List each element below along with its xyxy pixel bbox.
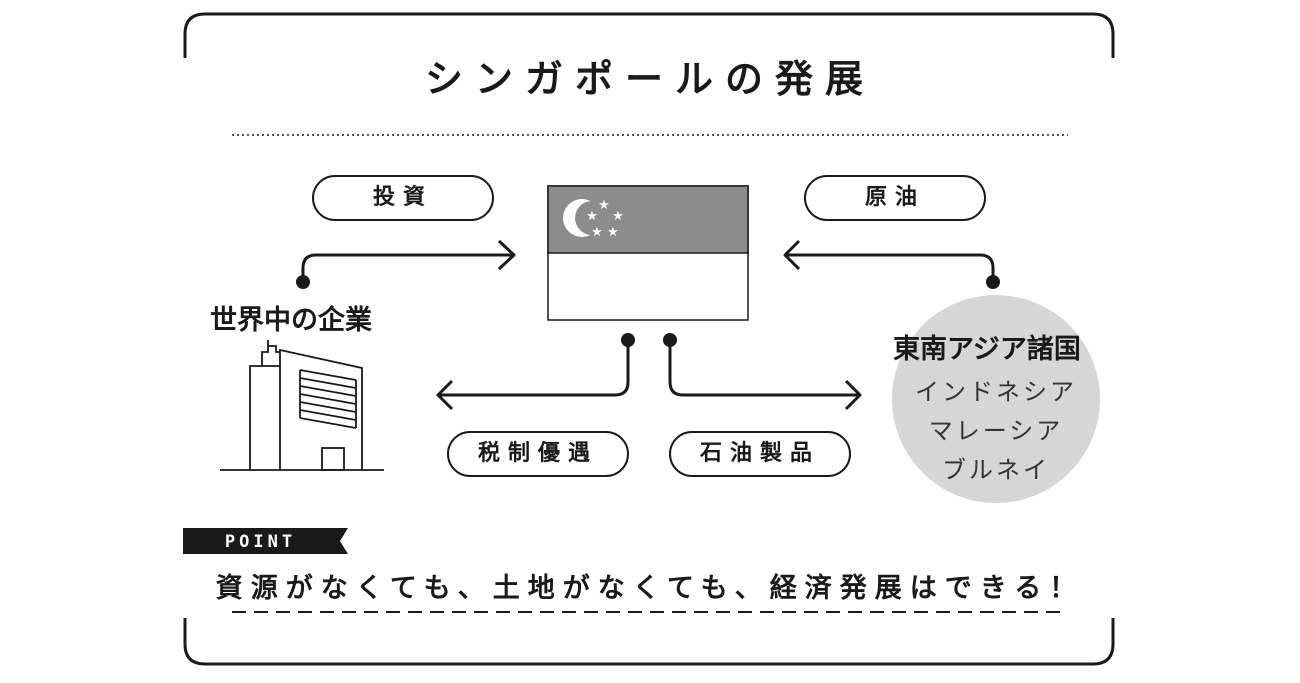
crude-oil-arrow-dot — [986, 275, 1000, 289]
svg-text:★: ★ — [612, 209, 624, 224]
point-message: 資源がなくても、土地がなくても、経済発展はできる！ — [215, 573, 1085, 604]
point-tag-bg — [183, 528, 348, 554]
investment-arrow-dot — [296, 275, 310, 289]
tax-incentive-arrow-dot — [621, 333, 635, 347]
global-companies-label: 世界中の企業 — [210, 305, 372, 336]
point-tag: POINT — [224, 532, 297, 552]
crude-oil-arrow — [783, 239, 995, 282]
svg-text:★: ★ — [598, 198, 610, 213]
svg-text:★: ★ — [607, 225, 619, 240]
frame-bottom — [183, 618, 1115, 666]
petroleum-products-arrow — [668, 340, 862, 411]
tax-incentive-arrow — [436, 340, 630, 411]
southeast-asia-circle — [892, 295, 1100, 503]
country-indonesia: インドネシア — [915, 378, 1077, 406]
tax-incentive-pill: 税制優遇 — [447, 431, 629, 477]
investment-pill: 投資 — [312, 175, 494, 221]
svg-text:★: ★ — [586, 209, 598, 224]
southeast-asia-label: 東南アジア諸国 — [893, 334, 1081, 365]
singapore-flag-icon: ★ ★ ★ ★ ★ — [547, 185, 749, 321]
country-malaysia: マレーシア — [928, 417, 1064, 445]
investment-arrow — [301, 239, 516, 282]
country-brunei: ブルネイ — [942, 456, 1050, 484]
petroleum-products-pill: 石油製品 — [669, 431, 851, 477]
petroleum-products-arrow-dot — [663, 333, 677, 347]
frame-top — [183, 12, 1115, 58]
five-stars-icon: ★ ★ ★ ★ ★ — [586, 198, 624, 240]
crude-oil-pill: 原油 — [804, 175, 986, 221]
page-title: シンガポールの発展 — [424, 57, 875, 101]
office-building-icon — [220, 340, 384, 471]
svg-text:★: ★ — [591, 225, 603, 240]
